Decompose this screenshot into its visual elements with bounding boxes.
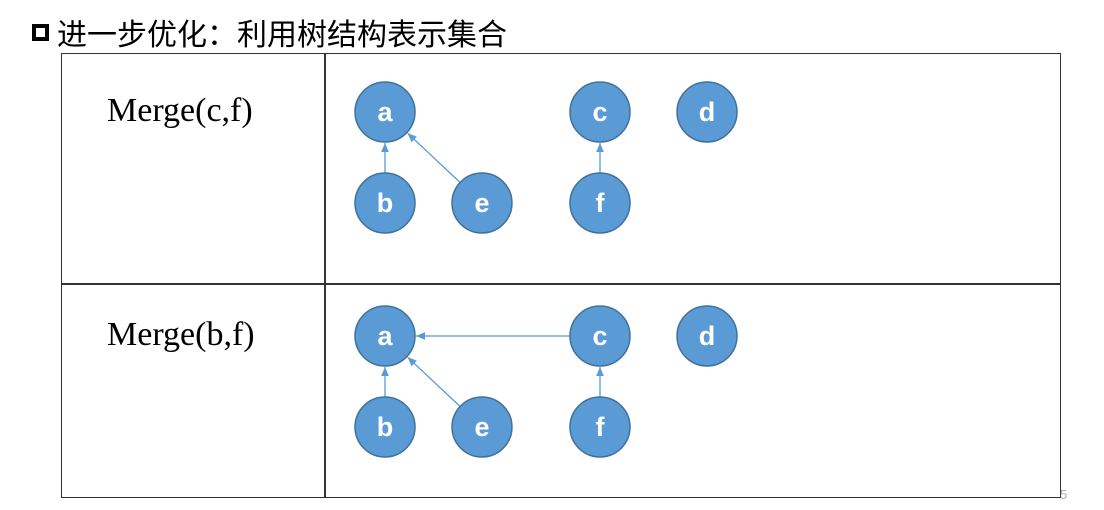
node-a: a (354, 81, 416, 143)
node-circle (354, 172, 416, 234)
slide-title: 进一步优化：利用树结构表示集合 (32, 10, 507, 54)
node-a: a (354, 305, 416, 367)
node-label: a (377, 321, 393, 351)
node-label: d (699, 97, 716, 127)
square-bullet-icon (32, 23, 49, 41)
node-circle (676, 305, 738, 367)
node-circle (569, 81, 631, 143)
node-circle (569, 172, 631, 234)
node-label: a (377, 97, 393, 127)
row-divider (61, 283, 1061, 285)
node-f: f (569, 396, 631, 458)
slide-title-text: 进一步优化：利用树结构表示集合 (57, 18, 507, 53)
edge-e-to-a (407, 132, 461, 183)
node-label: b (377, 412, 394, 442)
operation-label-1: Merge(c,f) (107, 92, 253, 129)
node-circle (451, 396, 513, 458)
node-label: c (592, 321, 607, 351)
node-d: d (676, 81, 738, 143)
node-circle (354, 396, 416, 458)
node-circle (676, 81, 738, 143)
page-number: 5 (1060, 487, 1068, 502)
node-circle (569, 305, 631, 367)
node-label: f (596, 188, 606, 218)
edge-e-to-a (407, 356, 461, 407)
node-label: d (699, 321, 716, 351)
node-f: f (569, 172, 631, 234)
column-divider (324, 53, 326, 498)
node-label: b (377, 188, 394, 218)
node-b: b (354, 396, 416, 458)
node-d: d (676, 305, 738, 367)
operation-label-2: Merge(b,f) (107, 316, 255, 353)
node-label: e (474, 412, 489, 442)
node-c: c (569, 81, 631, 143)
node-circle (569, 396, 631, 458)
node-circle (451, 172, 513, 234)
node-c: c (569, 305, 631, 367)
node-circle (354, 305, 416, 367)
node-circle (354, 81, 416, 143)
node-e: e (451, 396, 513, 458)
node-label: f (596, 412, 606, 442)
node-b: b (354, 172, 416, 234)
node-label: e (474, 188, 489, 218)
merge-table (61, 53, 1061, 498)
node-label: c (592, 97, 607, 127)
node-e: e (451, 172, 513, 234)
